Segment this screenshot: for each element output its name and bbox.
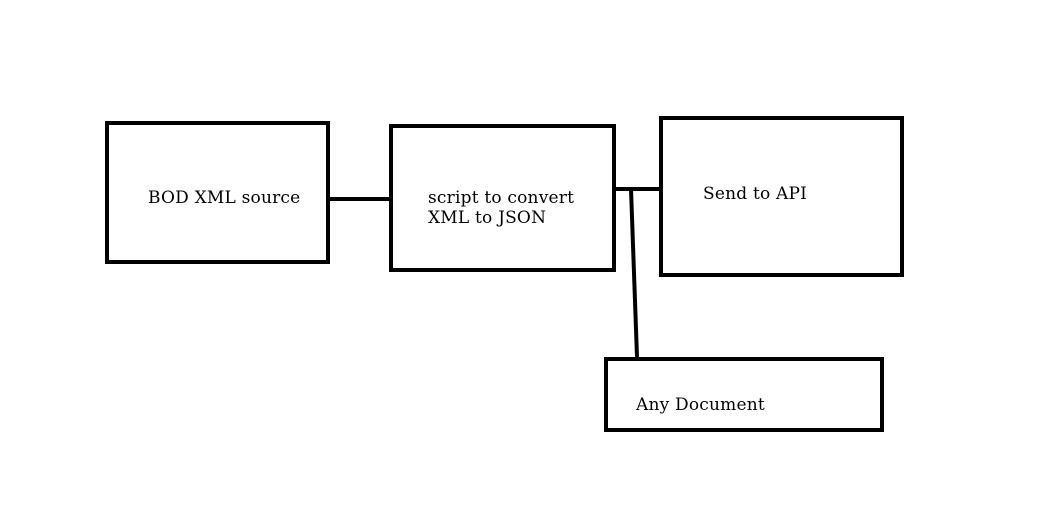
node-any-document: Any Document: [604, 357, 884, 432]
node-label: Any Document: [636, 395, 765, 415]
node-label-text: BOD XML source: [148, 188, 301, 208]
edge-script-to-document: [629, 188, 639, 358]
node-script-convert: script to convert XML to JSON: [389, 124, 616, 272]
node-send-to-api: Send to API: [659, 116, 904, 277]
node-label-text: Any Document: [636, 395, 765, 415]
node-label: Send to API: [703, 184, 807, 204]
node-bod-xml-source: BOD XML source: [105, 121, 330, 264]
node-label-line-2: XML to JSON: [428, 208, 547, 228]
node-label-line-1: script to convert: [428, 188, 575, 208]
node-label: script to convert XML to JSON: [428, 188, 574, 228]
node-label: BOD XML source: [148, 188, 300, 208]
node-label-text: Send to API: [703, 184, 808, 204]
